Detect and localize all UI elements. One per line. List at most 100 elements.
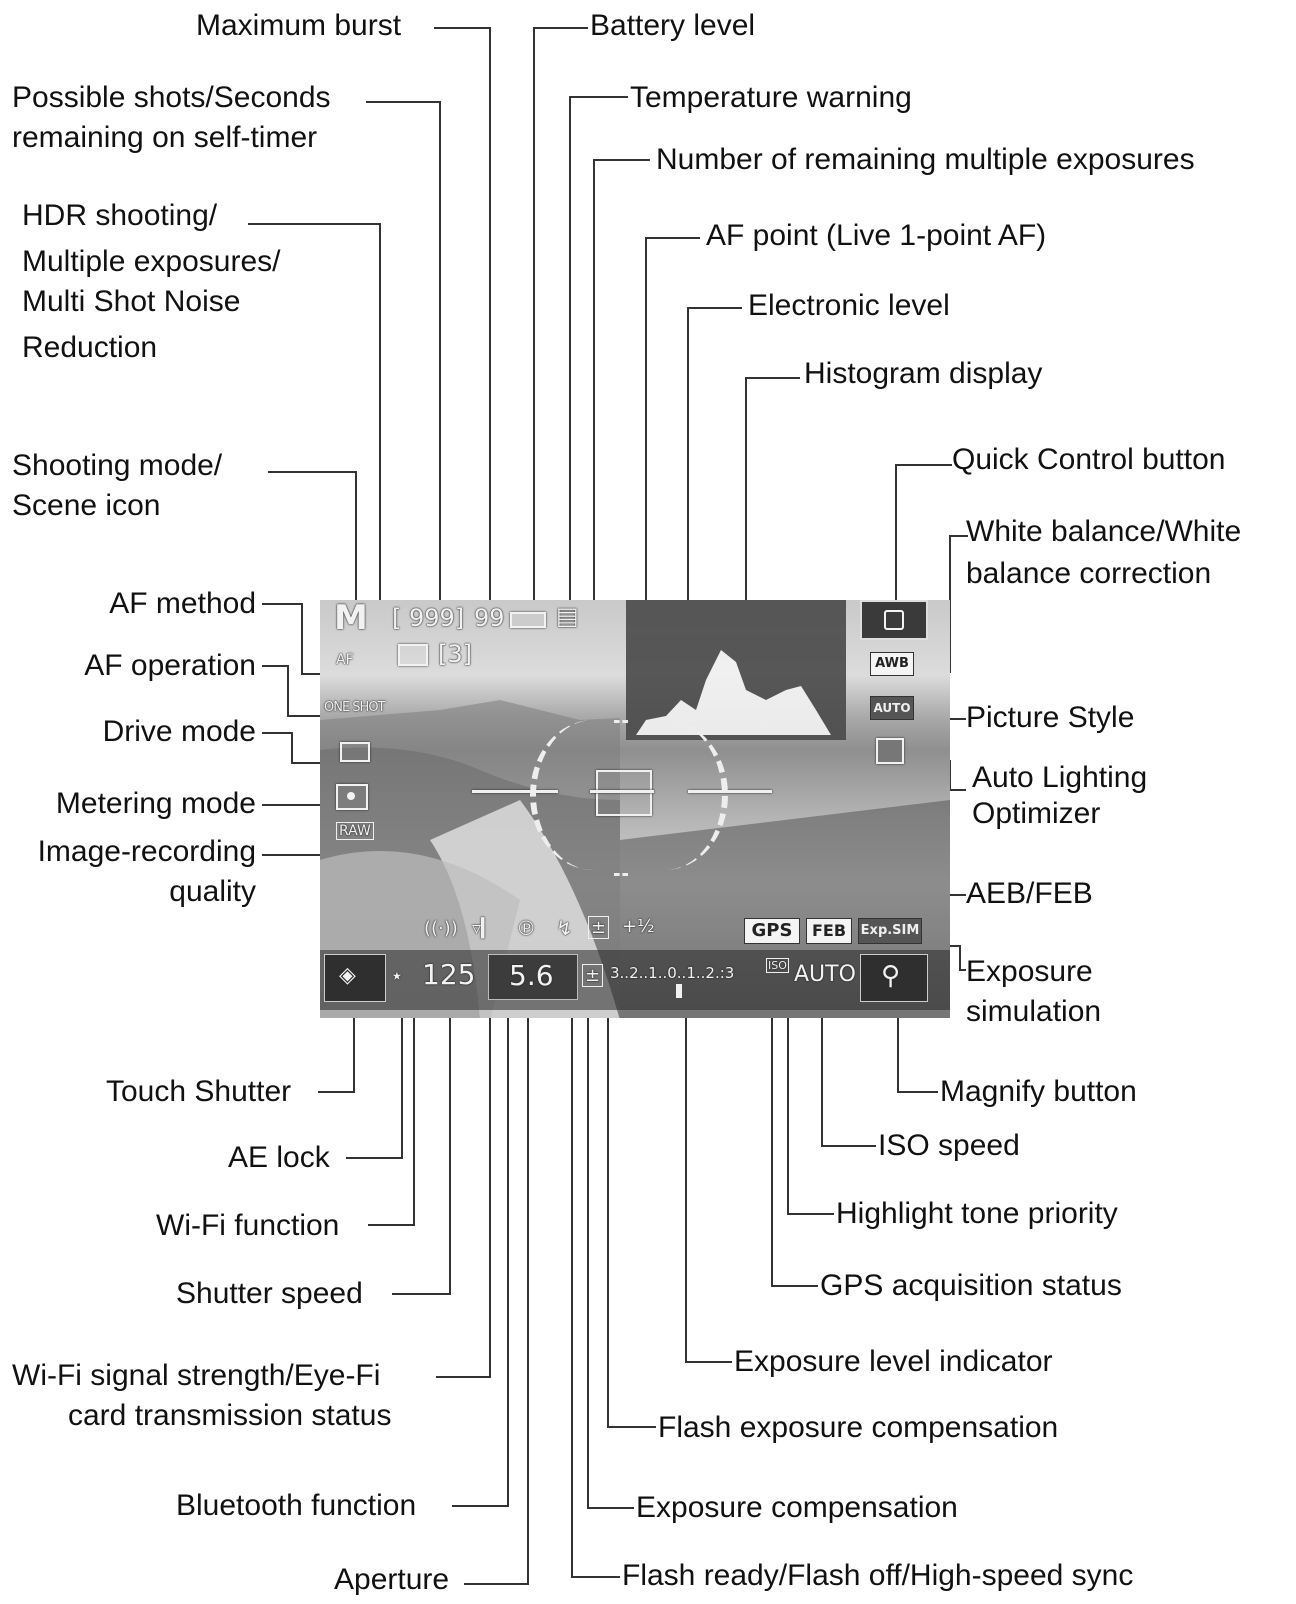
leader-hdr — [248, 223, 400, 661]
magnify-icon: ⚲ — [881, 961, 901, 991]
iso-speed: AUTO — [794, 962, 856, 987]
af-operation-icon: ONE SHOT — [324, 700, 386, 715]
label-battery-level: Battery level — [590, 9, 756, 42]
label-shutter-speed: Shutter speed — [176, 1277, 363, 1310]
flash-exp-comp-icon: ± — [588, 916, 610, 939]
leader-magnify — [897, 1010, 938, 1093]
max-burst: 99 — [474, 604, 505, 632]
histogram-graph — [636, 650, 831, 735]
wifi-signal-icon: ▿▎ — [472, 918, 495, 939]
picture-style-icon: AUTO — [870, 696, 914, 720]
multi-exposures-count: [3] — [438, 640, 472, 668]
aperture-value: 5.6 — [509, 959, 554, 992]
leader-highlight-tone — [787, 1010, 834, 1215]
shutter-speed: 125 — [422, 958, 476, 991]
leader-histogram — [745, 377, 800, 600]
label-histogram-display: Histogram display — [804, 357, 1043, 390]
label-gps-status: GPS acquisition status — [820, 1269, 1122, 1302]
label-touch-shutter: Touch Shutter — [106, 1075, 292, 1108]
temperature-warning-icon: ▤ — [556, 602, 579, 630]
quick-control-button[interactable] — [860, 600, 928, 640]
aperture-box: 5.6 — [488, 954, 578, 1000]
label-exposure-level: Exposure level indicator — [734, 1345, 1053, 1378]
touch-shutter-icon: ◈ — [339, 963, 356, 988]
label-wifi-signal-2: card transmission status — [68, 1399, 392, 1432]
label-hdr-2: Multiple exposures/ — [22, 245, 281, 278]
ae-lock-icon: ⋆ — [390, 964, 404, 989]
label-image-quality-2: quality — [169, 875, 256, 908]
feb-icon: FEB — [806, 918, 852, 944]
label-auto-lighting-1: Auto Lighting — [972, 761, 1148, 794]
exposure-comp-icon: ± — [582, 964, 604, 987]
label-maximum-burst: Maximum burst — [196, 9, 402, 42]
label-auto-lighting-2: Optimizer — [972, 797, 1101, 830]
leader-iso-speed — [821, 1010, 876, 1147]
label-possible-shots-1: Possible shots/Seconds — [12, 81, 331, 114]
battery-icon — [510, 612, 546, 628]
bluetooth-icon: ℗ — [516, 916, 536, 940]
label-drive-mode: Drive mode — [102, 715, 256, 748]
leader-touch-shutter — [318, 1010, 355, 1093]
label-aeb-feb: AEB/FEB — [966, 877, 1093, 910]
live-view-screen: M [ 999] 99 ▤ [3] AF ONE SHOT RAW AWB AU… — [320, 600, 950, 1018]
label-flash-ready: Flash ready/Flash off/High-speed sync — [622, 1559, 1134, 1592]
leader-wifi-signal — [436, 948, 491, 1378]
leader-aperture — [464, 1010, 529, 1585]
level-left-line — [472, 790, 558, 793]
label-exposure-sim-1: Exposure — [966, 955, 1093, 988]
leader-flash-ready — [571, 950, 620, 1578]
exposure-sim-icon: Exp.SIM — [858, 918, 922, 944]
shots-remaining: [ 999] — [392, 604, 465, 632]
label-hdr-3: Multi Shot Noise — [22, 285, 241, 318]
leader-af-operation — [262, 665, 330, 717]
label-white-balance-1: White balance/White — [966, 515, 1242, 548]
magnify-button[interactable]: ⚲ — [860, 954, 928, 1002]
leader-shooting-mode — [268, 471, 357, 610]
level-right-arc — [602, 720, 728, 870]
gps-icon: GPS — [744, 918, 800, 944]
label-wifi-signal-1: Wi-Fi signal strength/Eye-Fi — [12, 1359, 381, 1392]
auto-lighting-icon — [876, 738, 904, 764]
label-remaining-multiple: Number of remaining multiple exposures — [656, 143, 1195, 176]
level-left-arc — [530, 720, 656, 870]
label-shooting-mode-2: Scene icon — [12, 489, 161, 522]
label-quick-control: Quick Control button — [952, 443, 1226, 476]
histogram-panel — [626, 600, 846, 740]
leader-exposure-comp — [587, 1010, 634, 1509]
label-exposure-sim-2: simulation — [966, 995, 1102, 1028]
label-electronic-level: Electronic level — [748, 289, 950, 322]
leader-bluetooth — [452, 949, 522, 1507]
leader-exposure-level — [685, 1010, 732, 1363]
label-af-operation: AF operation — [84, 649, 256, 682]
label-highlight-tone: Highlight tone priority — [836, 1197, 1118, 1230]
shooting-mode-icon: M — [334, 600, 368, 638]
leader-gps — [771, 958, 818, 1287]
leader-possible-shots — [366, 101, 441, 620]
label-magnify-button: Magnify button — [940, 1075, 1137, 1108]
label-exposure-comp: Exposure compensation — [636, 1491, 958, 1524]
white-balance-icon: AWB — [870, 652, 914, 676]
af-method-icon: AF — [336, 652, 354, 668]
label-hdr-4: Reduction — [22, 331, 158, 364]
touch-shutter-button[interactable]: ◈ — [324, 954, 386, 1002]
leader-shutter-speed — [392, 1010, 451, 1295]
leader-battery-level — [533, 27, 588, 620]
label-image-quality-1: Image-recording — [37, 835, 256, 868]
metering-mode-icon — [336, 784, 368, 810]
label-af-point: AF point (Live 1-point AF) — [706, 219, 1047, 252]
label-metering-mode: Metering mode — [55, 787, 256, 820]
label-flash-exp-comp: Flash exposure compensation — [658, 1411, 1059, 1444]
label-white-balance-2: balance correction — [966, 557, 1212, 590]
pitch-scale — [614, 720, 628, 876]
exposure-level-marker — [676, 984, 682, 998]
label-af-method: AF method — [109, 587, 256, 620]
flash-ready-icon: ↯ — [556, 916, 573, 940]
leader-drive-mode — [262, 732, 340, 764]
label-wifi-function: Wi-Fi function — [156, 1209, 340, 1242]
leader-remaining-multiple — [460, 159, 650, 661]
label-temperature-warning: Temperature warning — [630, 81, 912, 114]
leader-flash-exp-comp — [607, 960, 656, 1428]
leader-maximum-burst — [434, 27, 491, 620]
flash-exp-comp-value: +½ — [622, 916, 655, 937]
